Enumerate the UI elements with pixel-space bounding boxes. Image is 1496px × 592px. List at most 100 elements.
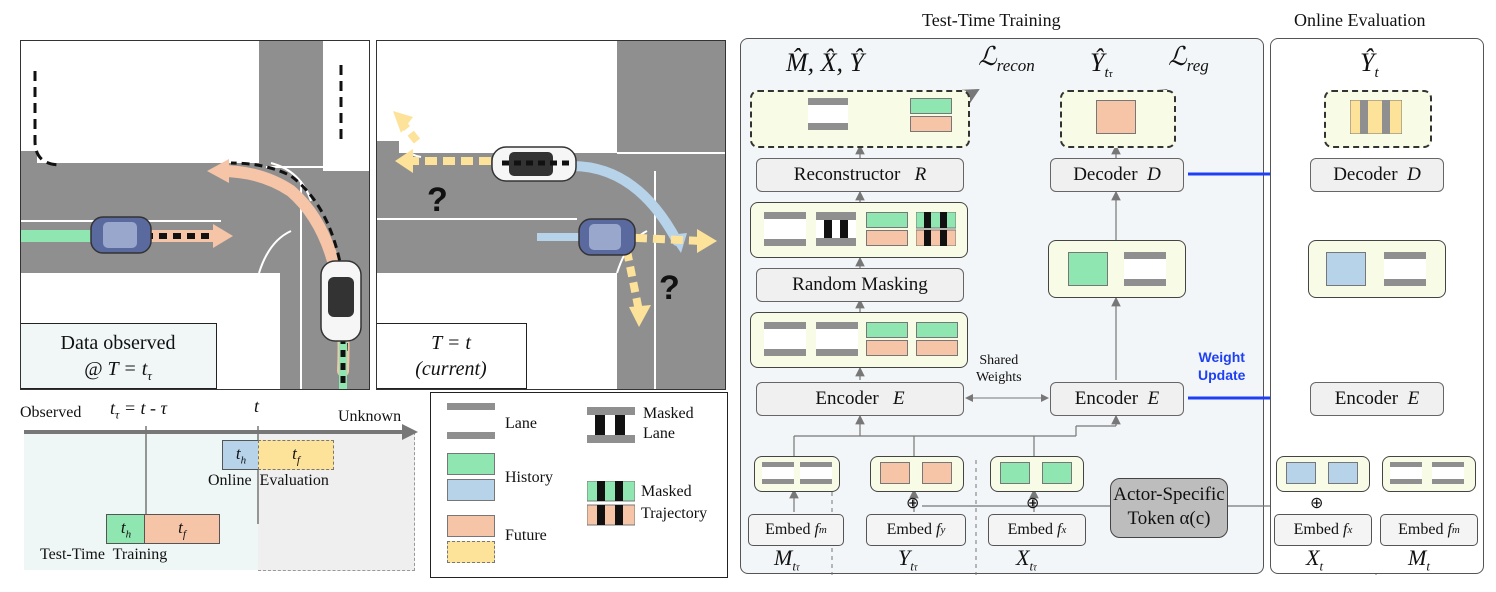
lane-token [808,98,848,130]
lane-swatch [447,403,495,439]
recon-output-label: M̂, X̂, Ŷ [786,48,864,77]
history-token [1042,462,1072,484]
legend-history: History [505,469,553,486]
actor-specific-token: Actor-Specific Token α(c) [1110,478,1228,538]
road-block [399,41,617,153]
legend-lane: Lane [505,415,537,432]
timeline-area: Observed Unknown tτ = t - τ t th tf Onli… [20,392,420,576]
future-token [866,230,908,246]
observed-scene-panel: Data observed @ T = tτ [20,40,370,390]
input-X-online: Xt [1306,545,1324,574]
loss-reg-label: ℒreg [1168,42,1209,76]
history-online-token [1286,462,1316,484]
future-token [922,462,952,484]
history-online-token [1326,252,1366,286]
future-token [880,462,910,484]
ttt-encoder-left: Encoder E [756,382,964,416]
online-title: Online Evaluation [1294,10,1426,30]
legend-box: Lane History Future Masked Lane Masked T… [430,392,728,578]
y-hat-online-label: Ŷt [1360,48,1379,82]
history-token [1000,462,1030,484]
future-token [910,116,952,132]
question-mark: ? [659,269,680,307]
lane-token [764,212,806,246]
history-online-swatch [447,479,495,501]
online-eval-label: Online Evaluation [208,472,329,489]
legend-masked-traj-1: Masked [641,483,692,500]
masked-lane-token [816,212,856,246]
future-pred-swatch [447,541,495,563]
legend-masked-traj-2: Trajectory [641,505,708,522]
ttt-encoder-right: Encoder E [1050,382,1184,416]
current-scene-overlay [377,111,725,389]
lane-token [1432,462,1464,484]
observed-label-line2: @ T = tτ [84,358,152,383]
lane-token [816,322,858,356]
oplus-online: ⊕ [1310,495,1324,512]
observed-scene-overlay [21,65,369,389]
future-token [1096,100,1136,134]
legend-masked-lane-1: Masked [643,405,694,422]
input-X-ttt: Xtτ [1016,545,1037,574]
history-online-token [1328,462,1358,484]
lane-token [1390,462,1422,484]
online-th-box: th [222,440,260,470]
current-label-line1: T = t [431,332,471,354]
current-scene-panel: ? ? T = t (current) [376,40,726,390]
future-token [916,340,958,356]
masked-lane-swatch [587,407,635,443]
lane-token [764,322,806,356]
history-swatch [447,453,495,475]
lane-token [800,462,832,484]
online-encoder: Encoder E [1310,382,1444,416]
random-masking-node: Random Masking [756,268,964,302]
oplus-y: ⊕ [906,495,920,512]
reconstructor-node: Reconstructor R [756,158,964,192]
masked-trajectory-token [916,212,956,246]
ttt-th-box: th [106,514,146,544]
oplus-x: ⊕ [1026,495,1040,512]
shared-weights-label: Shared Weights [976,353,1022,385]
history-token [1068,252,1108,286]
loss-recon-label: ℒrecon [978,42,1035,76]
road-block [21,41,37,151]
timeline-observed-label: Observed [20,404,82,421]
future-swatch [447,515,495,537]
lane-token [762,462,794,484]
y-hat-ttt-label: Ŷtτ [1090,48,1113,82]
weight-update-label: Weight Update [1198,349,1246,383]
ttt-title: Test-Time Training [922,10,1061,30]
current-label-box: T = t (current) [377,323,527,389]
t-tau-label: tτ = t - τ [110,398,167,422]
question-mark: ? [427,181,448,219]
road-block [377,41,399,141]
online-decoder: Decoder D [1310,158,1444,192]
input-M-ttt: Mtτ [774,545,800,574]
input-Y-ttt: Ytτ [898,545,918,574]
ttt-decoder: Decoder D [1050,158,1184,192]
ttt-tf-box: tf [144,514,220,544]
observed-region [24,432,258,570]
timeline-unknown-label: Unknown [338,408,402,425]
future-pred-token [1350,100,1402,134]
input-M-online: Mt [1408,545,1430,574]
legend-future: Future [505,527,547,544]
road-block [323,41,369,171]
road-block [37,41,259,163]
lane-token [1384,252,1426,286]
history-token [866,322,908,338]
observed-label-box: Data observed @ T = tτ [21,323,217,389]
legend-masked-lane-2: Lane [643,425,675,442]
history-token [910,98,952,114]
lane-token [1124,252,1166,286]
observed-label-line1: Data observed [60,332,176,354]
ttt-label: Test-Time Training [40,546,168,563]
history-token [916,322,958,338]
history-token [866,212,908,228]
t-now-label: t [254,396,260,416]
